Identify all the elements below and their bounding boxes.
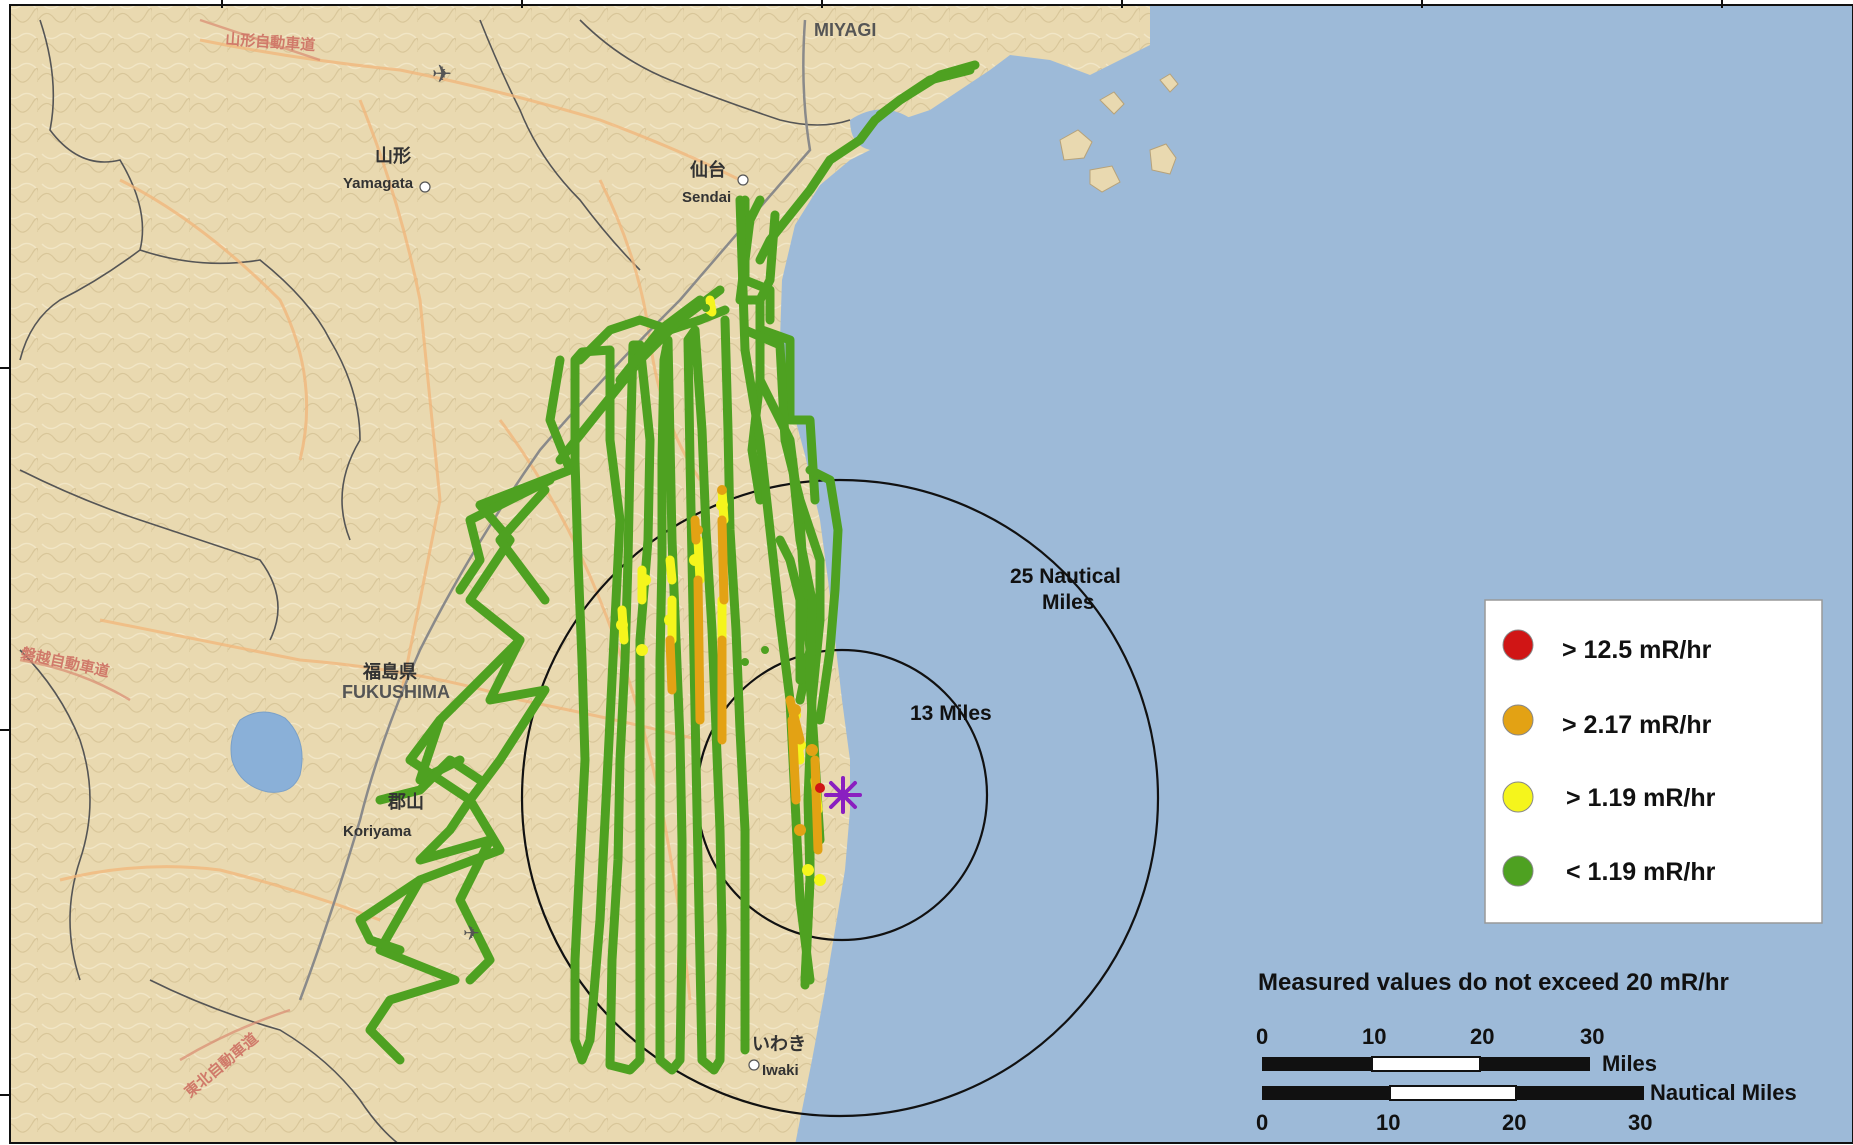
label-iwaki-jp: いわき <box>752 1034 806 1054</box>
scale-miles-tick: 30 <box>1580 1024 1604 1049</box>
airport-icon: ✈ <box>463 921 480 945</box>
legend-swatch <box>1502 629 1534 661</box>
label-fukushima-pref-jp: 福島県 <box>362 661 417 682</box>
scale-miles-tick: 20 <box>1470 1024 1494 1049</box>
scale-bar: 0 10 20 30 Miles Nautical Miles 0 10 20 … <box>1256 1024 1797 1135</box>
legend-swatch <box>1502 781 1534 813</box>
ring-25-nautical-miles <box>520 478 1160 1118</box>
legend-label: < 1.19 mR/hr <box>1566 858 1716 886</box>
legend: > 12.5 mR/hr > 2.17 mR/hr > 1.19 mR/hr <… <box>1484 599 1823 924</box>
legend-label: > 2.17 mR/hr <box>1562 711 1712 739</box>
label-ring-25-nm-line2: Miles <box>1042 591 1095 614</box>
scale-miles-tick: 10 <box>1362 1024 1386 1049</box>
scale-miles-label: Miles <box>1602 1051 1657 1076</box>
scale-nautical-tick: 0 <box>1256 1110 1268 1135</box>
label-miyagi: MIYAGI <box>814 20 876 40</box>
legend-label: > 12.5 mR/hr <box>1562 636 1712 664</box>
legend-swatch <box>1502 704 1534 736</box>
label-iwaki: Iwaki <box>762 1062 799 1079</box>
label-koriyama: Koriyama <box>343 823 412 840</box>
label-ring-13-miles: 13 Miles <box>910 702 992 725</box>
legend-item-3: > 1.19 mR/hr <box>1502 781 1716 813</box>
track-point-max <box>815 783 825 793</box>
label-ring-25-nm-line1: 25 Nautical <box>1010 565 1121 588</box>
legend-label: > 1.19 mR/hr <box>1566 784 1716 812</box>
legend-item-4: < 1.19 mR/hr <box>1502 855 1716 887</box>
legend-item-1: > 12.5 mR/hr <box>1502 629 1712 664</box>
flight-track-high <box>665 515 823 855</box>
power-plant-marker-icon[interactable] <box>824 776 862 814</box>
label-yamagata-jp: 山形 <box>375 146 411 166</box>
measurement-note: Measured values do not exceed 20 mR/hr <box>1258 969 1729 996</box>
label-koriyama-jp: 郡山 <box>387 792 424 812</box>
scale-nautical-tick: 20 <box>1502 1110 1526 1135</box>
label-sendai: Sendai <box>682 189 731 206</box>
label-sendai-jp: 仙台 <box>690 159 726 180</box>
scale-nautical-label: Nautical Miles <box>1650 1080 1797 1105</box>
lake-inawashiro <box>230 711 303 793</box>
flight-track-low <box>355 60 980 1075</box>
legend-swatch <box>1502 855 1534 887</box>
label-yamagata: Yamagata <box>343 175 414 192</box>
airport-icon: ✈ <box>432 60 452 88</box>
scale-nautical-tick: 10 <box>1376 1110 1400 1135</box>
scale-miles-tick: 0 <box>1256 1024 1268 1049</box>
scale-nautical-tick: 30 <box>1628 1110 1652 1135</box>
legend-item-2: > 2.17 mR/hr <box>1502 704 1712 739</box>
label-fukushima-pref: FUKUSHIMA <box>342 682 450 702</box>
